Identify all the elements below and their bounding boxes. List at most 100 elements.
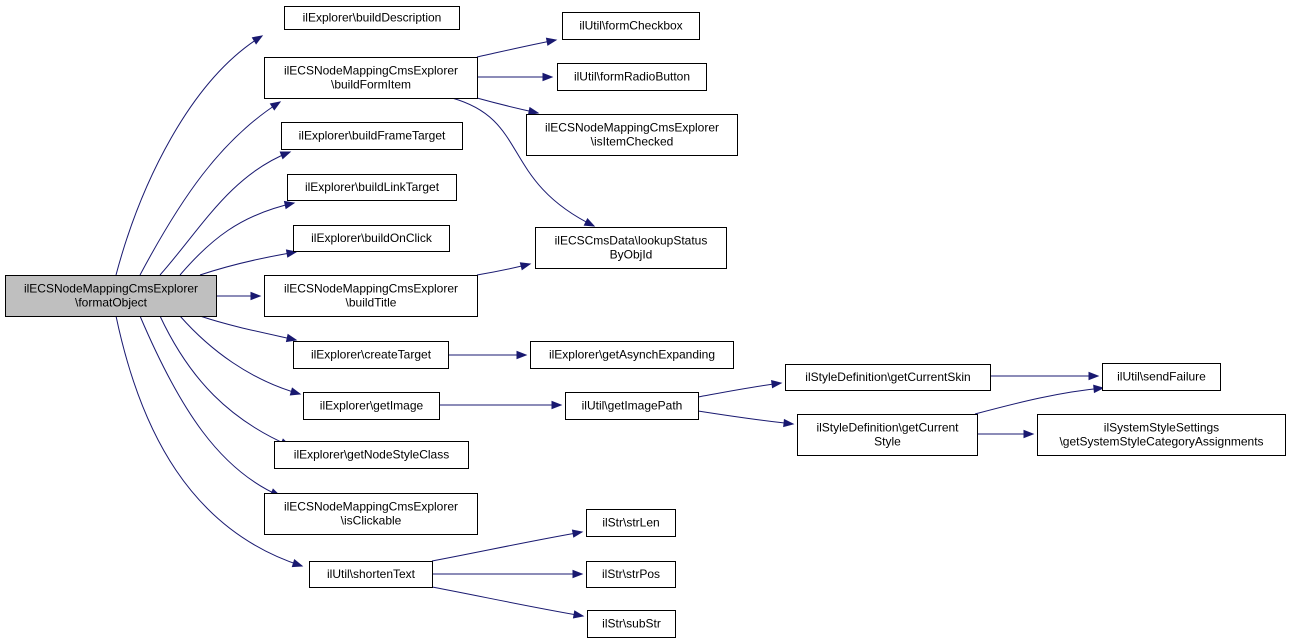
edge-line xyxy=(179,202,295,276)
node-box xyxy=(586,509,676,537)
arrowhead-icon xyxy=(771,380,783,389)
edge-buildTitle-to-lookupStatus xyxy=(476,262,532,276)
node-root: ilECSNodeMappingCmsExplorer\formatObject xyxy=(5,275,217,317)
node-box xyxy=(530,341,734,369)
edge-line xyxy=(159,151,291,276)
node-box xyxy=(264,493,478,535)
node-label-line: ilUtil\getImagePath xyxy=(582,399,683,413)
edge-getImagePath-to-getCurrentSkin xyxy=(697,380,783,398)
node-label-line: ilExplorer\getImage xyxy=(320,399,424,413)
edge-getCurrentSkin-to-sendFailure xyxy=(990,371,1100,381)
edge-line xyxy=(139,101,281,276)
arrowhead-icon xyxy=(291,559,304,568)
node-box xyxy=(284,6,460,30)
node-label-line: \buildFormItem xyxy=(331,78,411,92)
node-getCurrentSkin[interactable]: ilStyleDefinition\getCurrentSkin xyxy=(785,364,991,391)
edge-line xyxy=(697,410,794,425)
node-formRadioButton[interactable]: ilUtil\formRadioButton xyxy=(557,63,707,91)
node-strPos[interactable]: ilStr\strPos xyxy=(586,561,676,588)
node-label-line: ilECSNodeMappingCmsExplorer xyxy=(545,121,719,135)
edge-root-to-getImage xyxy=(179,315,302,396)
edge-line xyxy=(431,531,583,562)
arrowhead-icon xyxy=(545,37,558,46)
node-box xyxy=(565,392,699,420)
edge-shortenText-to-strPos xyxy=(432,569,584,579)
node-label-line: Style xyxy=(874,435,901,449)
node-box xyxy=(293,225,450,252)
node-label-line: \buildTitle xyxy=(346,296,397,310)
node-label-line: \isItemChecked xyxy=(591,135,674,149)
arrowhead-icon xyxy=(572,569,584,579)
node-createTarget[interactable]: ilExplorer\createTarget xyxy=(293,341,449,369)
node-box xyxy=(785,364,991,391)
node-buildFrameTarget[interactable]: ilExplorer\buildFrameTarget xyxy=(281,122,463,150)
node-box xyxy=(303,392,440,420)
node-box xyxy=(293,341,449,369)
node-subStr[interactable]: ilStr\subStr xyxy=(587,610,676,638)
node-box xyxy=(797,414,978,456)
node-label-line: ilExplorer\buildOnClick xyxy=(311,231,433,245)
arrowhead-icon xyxy=(289,387,302,396)
node-formCheckbox[interactable]: ilUtil\formCheckbox xyxy=(562,12,700,40)
node-buildDescription[interactable]: ilExplorer\buildDescription xyxy=(284,6,460,30)
node-buildTitle[interactable]: ilECSNodeMappingCmsExplorer\buildTitle xyxy=(264,275,478,317)
node-label-line: ilUtil\sendFailure xyxy=(1117,370,1206,384)
edge-buildFormItem-to-lookupStatus xyxy=(451,97,596,227)
node-label-line: ilExplorer\buildDescription xyxy=(303,11,442,25)
arrowhead-icon xyxy=(527,106,540,116)
node-label-line: ilECSNodeMappingCmsExplorer xyxy=(284,282,458,296)
node-getNodeStyleClass[interactable]: ilExplorer\getNodeStyleClass xyxy=(274,441,469,469)
node-buildOnClick[interactable]: ilExplorer\buildOnClick xyxy=(293,225,450,252)
node-getImage[interactable]: ilExplorer\getImage xyxy=(303,392,440,420)
node-shortenText[interactable]: ilUtil\shortenText xyxy=(309,561,433,588)
node-label-line: ilExplorer\buildFrameTarget xyxy=(299,129,446,143)
node-sendFailure[interactable]: ilUtil\sendFailure xyxy=(1102,363,1221,391)
edge-line xyxy=(115,35,263,276)
edge-root-to-buildFrameTarget xyxy=(159,151,292,276)
node-box xyxy=(535,227,727,269)
edge-line xyxy=(431,586,584,617)
node-getAsynchExpanding[interactable]: ilExplorer\getAsynchExpanding xyxy=(530,341,734,369)
node-label-line: ByObjId xyxy=(610,248,653,262)
arrowhead-icon xyxy=(279,151,292,160)
node-getImagePath[interactable]: ilUtil\getImagePath xyxy=(565,392,699,420)
node-box xyxy=(287,174,457,201)
edge-buildFormItem-to-isItemChecked xyxy=(476,97,540,116)
node-isItemChecked[interactable]: ilECSNodeMappingCmsExplorer\isItemChecke… xyxy=(526,114,738,156)
edges-layer xyxy=(115,35,1105,619)
node-box xyxy=(281,122,463,150)
node-label-line: ilUtil\shortenText xyxy=(327,567,416,581)
edge-root-to-shortenText xyxy=(115,315,304,568)
node-label-line: ilUtil\formRadioButton xyxy=(574,70,690,84)
node-buildFormItem[interactable]: ilECSNodeMappingCmsExplorer\buildFormIte… xyxy=(264,57,478,99)
node-box xyxy=(587,610,676,638)
node-label-line: ilECSCmsData\lookupStatus xyxy=(555,234,708,248)
node-getSystemStyle[interactable]: ilSystemStyleSettings\getSystemStyleCate… xyxy=(1037,414,1286,456)
arrowhead-icon xyxy=(783,418,795,428)
arrowhead-icon xyxy=(572,610,585,619)
node-label-line: ilUtil\formCheckbox xyxy=(579,19,682,33)
edge-line xyxy=(115,315,303,567)
node-label-line: ilECSNodeMappingCmsExplorer xyxy=(284,500,458,514)
node-strLen[interactable]: ilStr\strLen xyxy=(586,509,676,537)
arrowhead-icon xyxy=(519,262,532,271)
edge-line xyxy=(974,387,1104,415)
node-label-line: ilStr\strPos xyxy=(602,567,660,581)
edge-root-to-isClickable xyxy=(139,315,282,497)
arrowhead-icon xyxy=(250,291,262,301)
node-box xyxy=(557,63,707,91)
node-label-line: ilSystemStyleSettings xyxy=(1104,421,1219,435)
node-buildLinkTarget[interactable]: ilExplorer\buildLinkTarget xyxy=(287,174,457,201)
arrowhead-icon xyxy=(1023,429,1035,439)
node-label-line: ilStyleDefinition\getCurrent xyxy=(816,421,959,435)
node-box xyxy=(274,441,469,469)
node-isClickable[interactable]: ilECSNodeMappingCmsExplorer\isClickable xyxy=(264,493,478,535)
edge-line xyxy=(199,251,297,276)
node-box xyxy=(264,275,478,317)
node-label-line: ilStyleDefinition\getCurrentSkin xyxy=(805,370,970,384)
edge-getCurrentStyle-to-sendFailure xyxy=(974,384,1105,415)
arrowhead-icon xyxy=(583,218,596,227)
node-label-line: \getSystemStyleCategoryAssignments xyxy=(1059,435,1263,449)
